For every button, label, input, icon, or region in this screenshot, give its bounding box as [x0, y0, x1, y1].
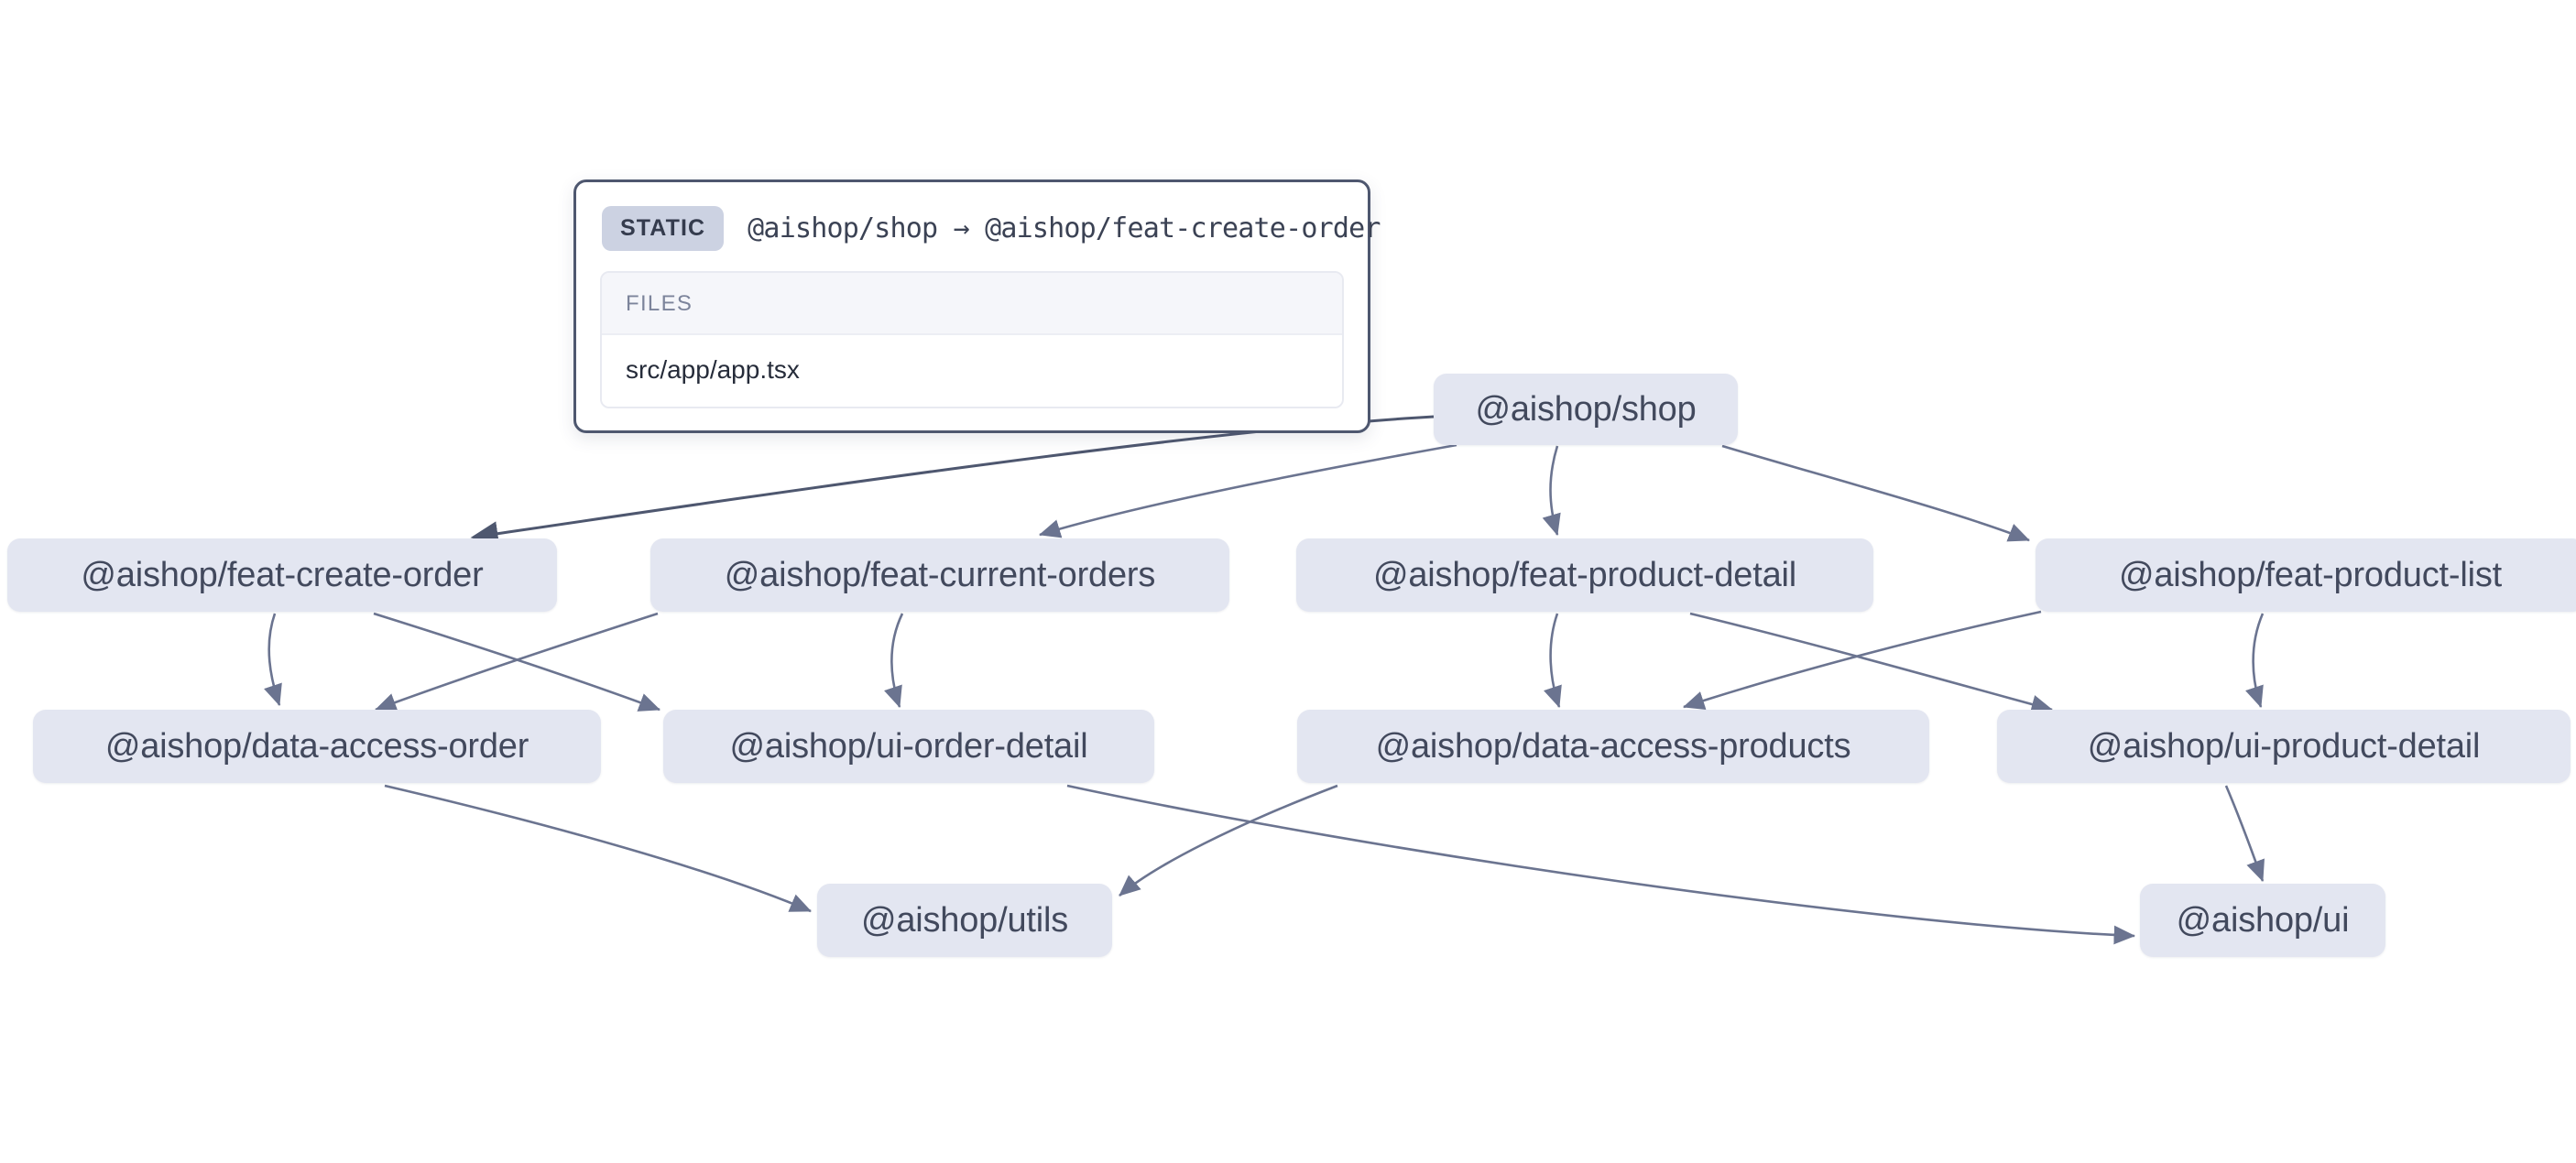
node-label: @aishop/feat-current-orders	[724, 555, 1156, 594]
edge-shop-to-feat-product-list	[1721, 444, 2030, 542]
edge-feat-product-detail-to-ui-product-detail	[1689, 612, 2054, 714]
graph-node-data-access-order[interactable]: @aishop/data-access-order	[33, 710, 601, 783]
edge-ui-product-detail-to-ui	[2224, 785, 2265, 882]
edge-feat-product-list-to-ui-product-detail	[2245, 613, 2265, 708]
edge-data-access-order-to-utils	[384, 784, 812, 913]
node-label: @aishop/utils	[860, 900, 1069, 940]
files-section: FILES src/app/app.tsx	[600, 271, 1344, 408]
edge-paths	[264, 415, 2265, 945]
popover-title: @aishop/shop → @aishop/feat-create-order	[748, 212, 1381, 245]
edge-feat-current-orders-to-ui-order-detail	[884, 613, 904, 708]
edge-detail-popover[interactable]: STATIC @aishop/shop → @aishop/feat-creat…	[573, 179, 1381, 433]
graph-node-ui-order-detail[interactable]: @aishop/ui-order-detail	[663, 710, 1154, 783]
graph-node-ui-product-detail[interactable]: @aishop/ui-product-detail	[1997, 710, 2571, 783]
node-label: @aishop/ui	[2176, 900, 2350, 940]
graph-node-ui[interactable]: @aishop/ui	[2140, 884, 2385, 957]
edge-shop-to-feat-current-orders	[1039, 443, 1457, 538]
node-label: @aishop/data-access-products	[1375, 726, 1851, 766]
edge-shop-to-feat-product-detail	[1542, 445, 1561, 536]
edge-ui-order-detail-to-ui	[1066, 784, 2136, 945]
edge-data-access-products-to-utils	[1119, 784, 1338, 897]
graph-node-feat-product-list[interactable]: @aishop/feat-product-list	[2036, 538, 2576, 612]
graph-node-feat-product-detail[interactable]: @aishop/feat-product-detail	[1296, 538, 1873, 612]
node-label: @aishop/shop	[1475, 389, 1697, 429]
node-label: @aishop/feat-product-list	[2119, 555, 2502, 594]
graph-node-data-access-products[interactable]: @aishop/data-access-products	[1297, 710, 1929, 783]
node-label: @aishop/feat-product-detail	[1373, 555, 1796, 594]
popover-header: STATIC @aishop/shop → @aishop/feat-creat…	[600, 202, 1381, 271]
edge-feat-create-order-to-data-access-order	[264, 613, 282, 706]
node-label: @aishop/feat-create-order	[81, 555, 484, 594]
graph-node-feat-create-order[interactable]: @aishop/feat-create-order	[7, 538, 557, 612]
node-label: @aishop/data-access-order	[104, 726, 529, 766]
edge-feat-current-orders-to-data-access-order	[375, 612, 659, 712]
files-section-header: FILES	[602, 273, 1342, 335]
edge-feat-create-order-to-ui-order-detail	[373, 612, 660, 712]
graph-node-feat-current-orders[interactable]: @aishop/feat-current-orders	[650, 538, 1229, 612]
graph-node-shop[interactable]: @aishop/shop	[1434, 374, 1738, 445]
edge-feat-product-detail-to-data-access-products	[1544, 613, 1562, 708]
edge-shop-to-feat-create-order	[470, 415, 1435, 547]
node-label: @aishop/ui-order-detail	[729, 726, 1088, 766]
status-badge-static: STATIC	[602, 206, 725, 251]
file-list-item[interactable]: src/app/app.tsx	[602, 335, 1342, 407]
edge-feat-product-list-to-data-access-products	[1683, 610, 2042, 710]
graph-node-utils[interactable]: @aishop/utils	[817, 884, 1112, 957]
node-label: @aishop/ui-product-detail	[2087, 726, 2481, 766]
